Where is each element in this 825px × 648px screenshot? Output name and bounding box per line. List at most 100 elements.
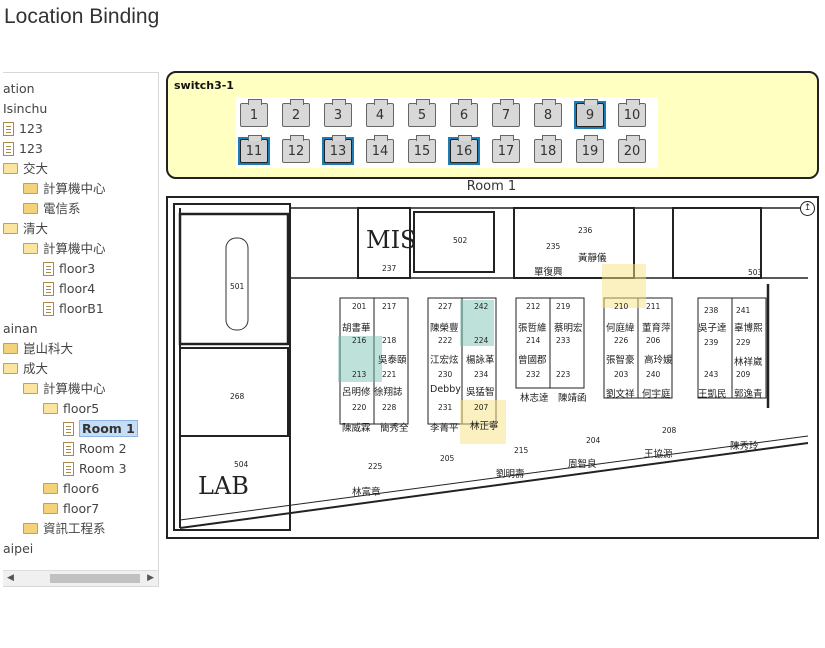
highlight-desk-242[interactable] [460, 300, 494, 346]
desk-occupant[interactable]: 林正寧 [470, 421, 499, 432]
tree-node[interactable]: floor5 [43, 399, 99, 419]
tree-node[interactable]: Room 1 [63, 419, 138, 439]
switch-port[interactable]: 18 [532, 135, 564, 165]
desk-occupant[interactable]: 林志達 [520, 393, 549, 404]
tree-node[interactable]: Isinchu [3, 99, 47, 119]
room-title: Room 1 [466, 179, 517, 194]
switch-port[interactable]: 4 [364, 99, 396, 129]
tree-node[interactable]: 計算機中心 [23, 239, 106, 259]
switch-port[interactable]: 5 [406, 99, 438, 129]
desk-occupant[interactable]: 楊詠革 [466, 355, 495, 366]
switch-port[interactable]: 17 [490, 135, 522, 165]
desk-occupant[interactable]: 江宏炫 [430, 355, 459, 366]
desk-occupant[interactable]: 吳泰頤 [378, 355, 407, 366]
scrollbar-thumb[interactable] [50, 574, 140, 583]
tree-node[interactable]: 電信系 [23, 199, 81, 219]
switch-port[interactable]: 12 [280, 135, 312, 165]
tree-node[interactable]: 崑山科大 [3, 339, 73, 359]
desk-occupant[interactable]: 吳子達 [698, 323, 727, 334]
tree-node[interactable]: 資訊工程系 [23, 519, 106, 539]
room-number: 208 [662, 426, 677, 435]
switch-port[interactable]: 13 [322, 135, 354, 165]
tree-node[interactable]: 成大 [3, 359, 48, 379]
scroll-right-icon[interactable]: ▶ [147, 573, 154, 583]
switch-port[interactable]: 16 [448, 135, 480, 165]
tree-horizontal-scrollbar[interactable]: ◀ ▶ [3, 570, 158, 586]
desk-occupant[interactable]: 吳猛智 [466, 387, 495, 398]
desk-occupant[interactable]: 張智豪 [606, 355, 635, 366]
desk-occupant[interactable]: 單復興 [534, 267, 563, 278]
switch-port[interactable]: 3 [322, 99, 354, 129]
tree-node[interactable]: Room 3 [63, 459, 127, 479]
switch-port[interactable]: 2 [280, 99, 312, 129]
tree-node[interactable]: floor7 [43, 499, 99, 519]
desk-occupant[interactable]: 黃靜儀 [578, 253, 607, 264]
switch-port[interactable]: 10 [616, 99, 648, 129]
tree-node[interactable]: Room 2 [63, 439, 127, 459]
tree-node[interactable]: floorB1 [43, 299, 104, 319]
desk-occupant[interactable]: 劉文祥 [606, 389, 635, 400]
highlight-desk-210[interactable] [602, 264, 646, 308]
desk-occupant[interactable]: 陳秀玲 [730, 441, 759, 452]
desk-occupant[interactable]: 劉明壽 [496, 469, 525, 480]
tree-node[interactable]: 計算機中心 [23, 179, 106, 199]
desk-occupant[interactable]: 王凱民 [698, 389, 727, 400]
desk-occupant[interactable]: 王協源 [644, 449, 673, 460]
switch-port[interactable]: 14 [364, 135, 396, 165]
desk-occupant[interactable]: 高玲媛 [644, 355, 673, 366]
switch-port[interactable]: 1 [238, 99, 270, 129]
switch-port[interactable]: 15 [406, 135, 438, 165]
switch-port[interactable]: 20 [616, 135, 648, 165]
desk-occupant[interactable]: 辜博熙 [734, 323, 763, 334]
highlight-desk-231[interactable] [460, 400, 506, 444]
switch-port[interactable]: 7 [490, 99, 522, 129]
scroll-left-icon[interactable]: ◀ [7, 573, 14, 583]
desk-occupant[interactable]: 周智良 [568, 459, 597, 470]
desk-occupant[interactable]: 徐翔誌 [374, 387, 403, 398]
tree-node[interactable]: floor6 [43, 479, 99, 499]
desk-occupant[interactable]: 林祥崴 [734, 357, 763, 368]
desk-occupant[interactable]: 李菁平 [430, 423, 459, 434]
desk-occupant[interactable]: 胡書華 [342, 323, 371, 334]
switch-port[interactable]: 11 [238, 135, 270, 165]
desk-occupant[interactable]: 陳威霖 [342, 423, 371, 434]
desk-occupant[interactable]: 呂明修 [342, 387, 371, 398]
desk-occupant[interactable]: 陳靖函 [558, 393, 587, 404]
switch-port[interactable]: 9 [574, 99, 606, 129]
desk-occupant[interactable]: 郭逸青 [734, 389, 763, 400]
tree-node[interactable]: 123 [3, 119, 43, 139]
desk-occupant[interactable]: 陳榮豐 [430, 323, 459, 334]
tree-node[interactable]: floor3 [43, 259, 95, 279]
tree-node[interactable]: 計算機中心 [23, 379, 106, 399]
desk-occupant[interactable]: 董育萍 [642, 323, 671, 334]
desk-occupant[interactable]: 曾國郡 [518, 355, 547, 366]
desk-occupant[interactable]: 蔡明宏 [554, 323, 583, 334]
folder-icon [23, 203, 38, 214]
tree-node[interactable]: 123 [3, 139, 43, 159]
port-icon [534, 99, 562, 127]
desk-occupant[interactable]: Debby [430, 384, 461, 395]
switch-port[interactable]: 6 [448, 99, 480, 129]
switch-port[interactable]: 19 [574, 135, 606, 165]
highlight-desk-216[interactable] [338, 336, 382, 382]
desk-occupant[interactable]: 簡秀全 [380, 423, 409, 434]
desk-occupant[interactable]: 林富章 [352, 487, 381, 498]
tree-node[interactable]: floor4 [43, 279, 95, 299]
document-icon [63, 461, 74, 476]
switch-port[interactable]: 8 [532, 99, 564, 129]
room-number: 242 [474, 302, 489, 311]
tree-node[interactable]: ainan [3, 319, 38, 339]
tree-node[interactable]: 清大 [3, 219, 48, 239]
desk-occupant[interactable]: 何宇庭 [642, 389, 671, 400]
fullscreen-icon[interactable]: ↥ [800, 201, 815, 216]
tree-node[interactable]: 交大 [3, 159, 48, 179]
tree-node[interactable]: aipei [3, 539, 33, 559]
room-number: 501 [230, 282, 245, 291]
desk-occupant[interactable]: 何庭緯 [606, 323, 635, 334]
tree-node[interactable]: ation [3, 79, 35, 99]
folder-icon [43, 483, 58, 494]
desk-occupant[interactable]: 張哲維 [518, 323, 547, 334]
room-number: 237 [382, 264, 397, 273]
